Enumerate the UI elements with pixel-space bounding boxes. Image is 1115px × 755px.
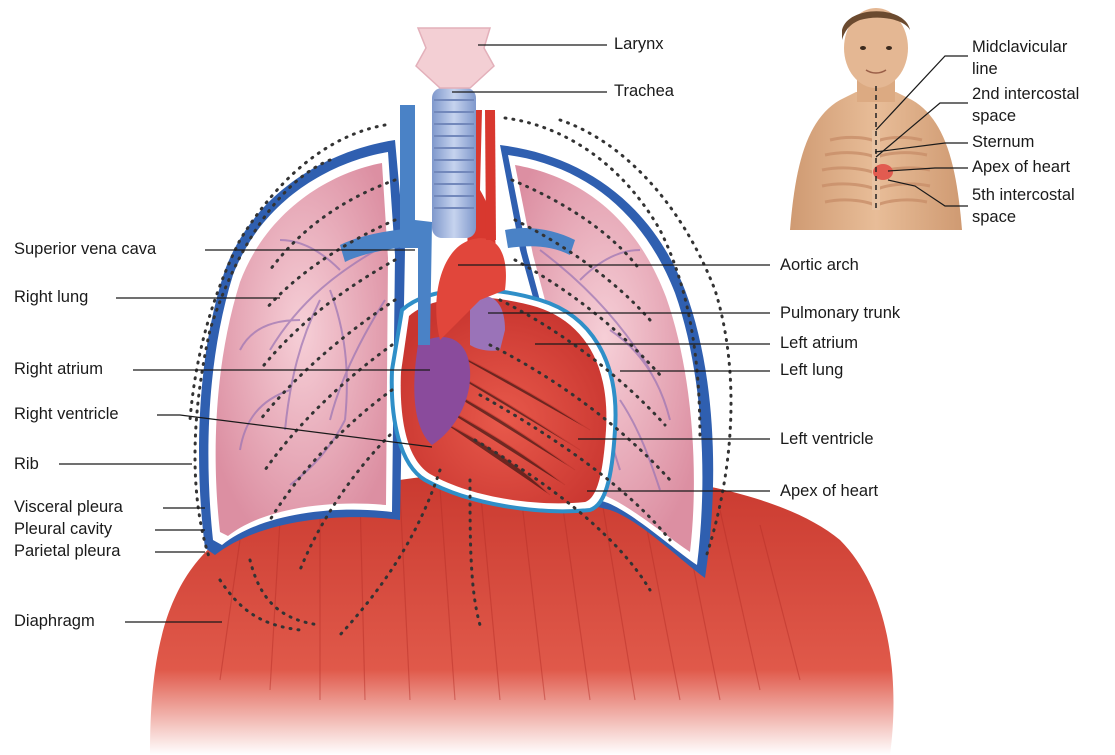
inset-torso	[790, 8, 962, 230]
label-larynx: Larynx	[614, 35, 664, 54]
inset-label-5th-intercostal: 5th intercostal	[972, 186, 1075, 205]
label-superior-vena-cava: Superior vena cava	[14, 240, 156, 259]
label-pulmonary-trunk: Pulmonary trunk	[780, 304, 900, 323]
label-left-atrium: Left atrium	[780, 334, 858, 353]
inset-label-5th-intercostal-space: space	[972, 208, 1016, 227]
label-parietal-pleura: Parietal pleura	[14, 542, 120, 561]
inset-label-2nd-intercostal: 2nd intercostal	[972, 85, 1079, 104]
label-pleural-cavity: Pleural cavity	[14, 520, 112, 539]
trachea	[432, 88, 476, 238]
inset-label-midclavicular: Midclavicular	[972, 38, 1067, 57]
label-left-ventricle: Left ventricle	[780, 430, 874, 449]
label-rib: Rib	[14, 455, 39, 474]
label-right-atrium: Right atrium	[14, 360, 103, 379]
inset-label-midclavicular-line: line	[972, 60, 998, 79]
label-visceral-pleura: Visceral pleura	[14, 498, 123, 517]
right-lung	[199, 140, 405, 555]
label-trachea: Trachea	[614, 82, 674, 101]
larynx	[416, 28, 494, 88]
inset-label-apex-of-heart: Apex of heart	[972, 158, 1070, 177]
label-right-lung: Right lung	[14, 288, 88, 307]
inset-label-sternum: Sternum	[972, 133, 1034, 152]
label-diaphragm: Diaphragm	[14, 612, 95, 631]
label-left-lung: Left lung	[780, 361, 843, 380]
label-aortic-arch: Aortic arch	[780, 256, 859, 275]
label-right-ventricle: Right ventricle	[14, 405, 119, 424]
label-apex-of-heart: Apex of heart	[780, 482, 878, 501]
inset-label-2nd-intercostal-space: space	[972, 107, 1016, 126]
